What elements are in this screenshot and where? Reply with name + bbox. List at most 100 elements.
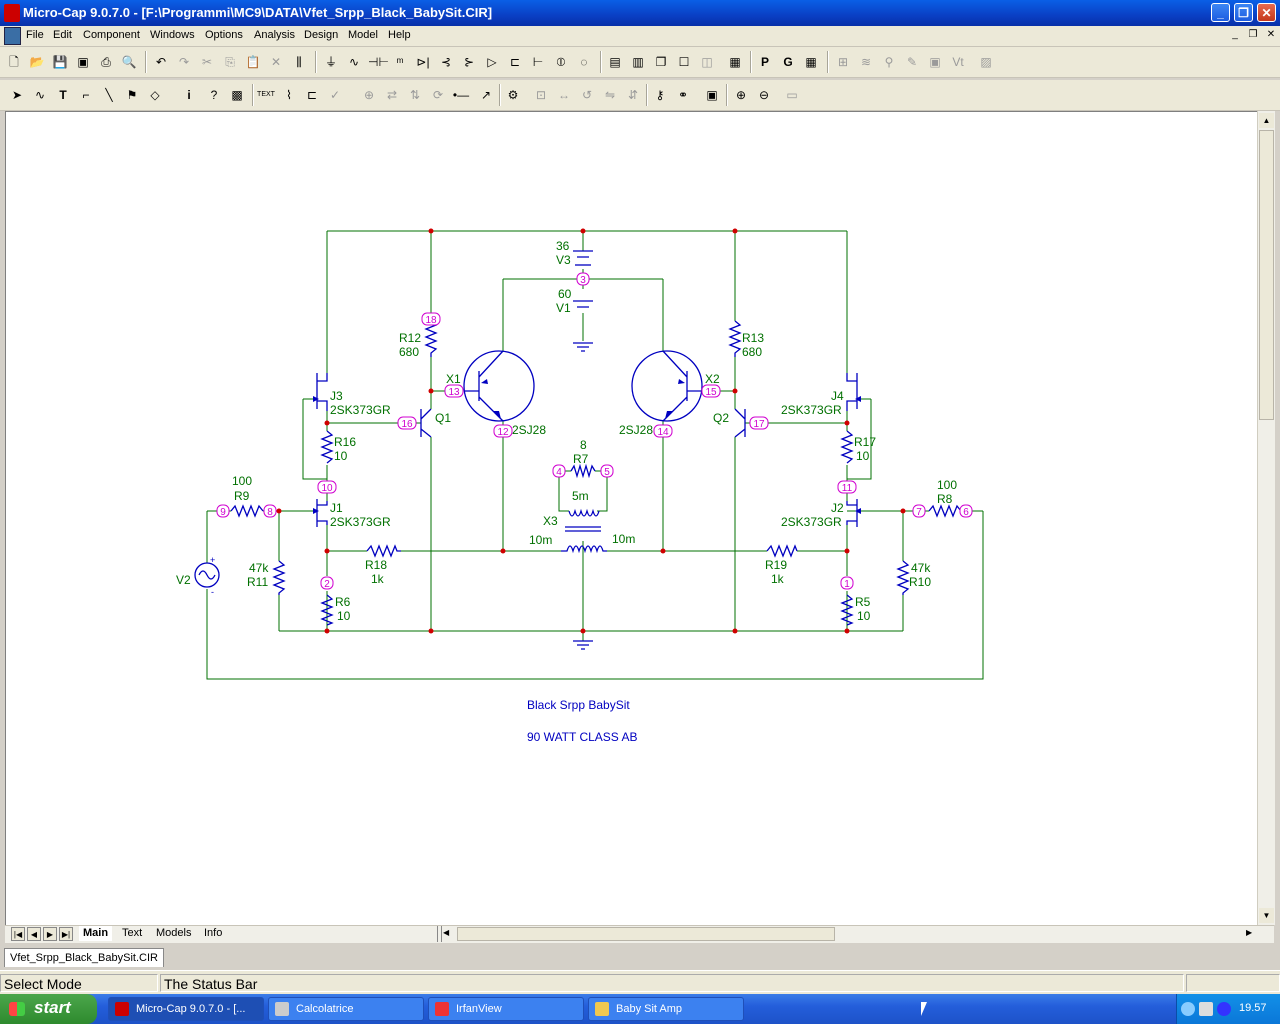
scroll-down-icon[interactable]: ▼: [1259, 908, 1274, 923]
switch-icon[interactable]: ⊏: [509, 55, 521, 69]
help-icon[interactable]: ?: [210, 88, 218, 102]
source-icon[interactable]: ⦶: [556, 55, 566, 69]
menu-options[interactable]: Options: [205, 29, 243, 41]
calculator-icon[interactable]: ▦: [729, 55, 741, 69]
task-calcolatrice[interactable]: Calcolatrice: [268, 997, 424, 1021]
opamp-icon[interactable]: ▷: [487, 55, 497, 69]
select-arrow-icon[interactable]: ➤: [11, 88, 23, 102]
step-left-icon[interactable]: ↔: [558, 88, 570, 102]
sine-source-icon[interactable]: ◌: [580, 55, 588, 69]
diode-icon[interactable]: ⊳|: [416, 55, 430, 69]
color-icon[interactable]: ▩: [231, 88, 243, 102]
mdi-close-button[interactable]: ✕: [1266, 29, 1276, 40]
text-toggle-icon[interactable]: TEXT: [257, 91, 275, 98]
orthogonal-wire-icon[interactable]: ⌐: [82, 88, 90, 102]
inductor-icon[interactable]: ᵐ: [396, 55, 404, 69]
zoom-in-icon[interactable]: ⊕: [735, 88, 747, 102]
undo-icon[interactable]: ↶: [155, 55, 167, 69]
task-irfanview[interactable]: IrfanView: [428, 997, 584, 1021]
resistor-icon[interactable]: ∿: [348, 55, 360, 69]
print-preview-icon[interactable]: 🔍: [121, 55, 137, 69]
next-page-icon[interactable]: ▶: [43, 927, 57, 941]
scroll-left-icon[interactable]: ◀: [443, 928, 450, 937]
battery-icon[interactable]: ⊢: [532, 55, 544, 69]
flip-v-icon[interactable]: ⇵: [627, 88, 639, 102]
text-tool-icon[interactable]: T: [59, 88, 67, 102]
find-icon[interactable]: ⚷: [655, 88, 665, 102]
display-icon[interactable]: ▣: [706, 88, 718, 102]
minimize-button[interactable]: _: [1211, 3, 1230, 22]
scroll-up-icon[interactable]: ▲: [1259, 113, 1274, 128]
bus-icon[interactable]: ⫼: [296, 55, 302, 69]
tile-horizontal-icon[interactable]: ▤: [609, 55, 621, 69]
menu-model[interactable]: Model: [348, 29, 378, 41]
wave-icon[interactable]: ≋: [860, 55, 872, 69]
clock[interactable]: 19.57: [1239, 1002, 1267, 1014]
pen-icon[interactable]: ✎: [906, 55, 918, 69]
task-microcap[interactable]: Micro-Cap 9.0.7.0 - [...: [108, 997, 264, 1021]
menu-windows[interactable]: Windows: [150, 29, 195, 41]
capacitor-icon[interactable]: ⊣⊢: [368, 55, 389, 69]
start-button[interactable]: start: [0, 994, 97, 1024]
flip-h-icon[interactable]: ⇋: [604, 88, 616, 102]
ground-icon[interactable]: ⏚: [324, 55, 337, 69]
g-icon[interactable]: G: [783, 55, 793, 69]
prev-page-icon[interactable]: ◀: [27, 927, 41, 941]
tab-models[interactable]: Models: [156, 927, 192, 939]
attributes-icon[interactable]: ⌇: [286, 88, 292, 102]
schematic-diagram[interactable]: 36 V3 60 V1 R12 680 R13 680 X1 X2 2SJ28 …: [6, 112, 1258, 926]
menu-file[interactable]: File: [26, 29, 44, 41]
menu-edit[interactable]: Edit: [53, 29, 72, 41]
pnp-icon[interactable]: ⊱: [463, 55, 475, 69]
menu-component[interactable]: Component: [83, 29, 140, 41]
paste-icon[interactable]: 📋: [245, 55, 261, 69]
wire-icon[interactable]: ∿: [34, 88, 46, 102]
tab-info[interactable]: Info: [204, 927, 223, 939]
properties-icon[interactable]: ⚙: [507, 88, 519, 102]
step-icon[interactable]: ↗: [480, 88, 492, 102]
zoom-out-icon[interactable]: ⊖: [758, 88, 770, 102]
tile-vertical-icon[interactable]: ▥: [632, 55, 644, 69]
schematic-canvas[interactable]: 36 V3 60 V1 R12 680 R13 680 X1 X2 2SJ28 …: [5, 111, 1259, 927]
scroll-thumb[interactable]: [1259, 130, 1274, 420]
delete-icon[interactable]: ✕: [270, 55, 282, 69]
copy-icon[interactable]: ⎘: [225, 55, 235, 69]
window-tab[interactable]: Vfet_Srpp_Black_BabySit.CIR: [4, 948, 164, 967]
menu-help[interactable]: Help: [388, 29, 411, 41]
list-icon[interactable]: ▦: [805, 55, 817, 69]
tray-expand-icon[interactable]: [1181, 1002, 1195, 1016]
mdi-restore-button[interactable]: ❐: [1248, 29, 1258, 40]
vt-icon[interactable]: Vt: [952, 55, 964, 69]
p-icon[interactable]: P: [760, 55, 769, 69]
restore-button[interactable]: ❐: [1234, 3, 1253, 22]
new-file-icon[interactable]: 🗋: [9, 55, 19, 69]
last-page-icon[interactable]: ▶|: [59, 927, 73, 941]
document-icon[interactable]: [4, 27, 21, 45]
redo-icon[interactable]: ↷: [178, 55, 190, 69]
frame-icon[interactable]: ▣: [929, 55, 941, 69]
tab-main[interactable]: Main: [79, 926, 113, 941]
pin-icon[interactable]: ⊕: [363, 88, 375, 102]
save-all-icon[interactable]: ▣: [77, 55, 89, 69]
splitter[interactable]: [437, 926, 442, 942]
flag-icon[interactable]: ⚑: [126, 88, 138, 102]
flip-icon[interactable]: ⇅: [409, 88, 421, 102]
vertical-scrollbar[interactable]: ▲ ▼: [1257, 111, 1275, 925]
first-page-icon[interactable]: |◀: [11, 927, 25, 941]
window-icon[interactable]: ☐: [678, 55, 690, 69]
camera-icon[interactable]: ▭: [786, 88, 798, 102]
mirror-icon[interactable]: ⇄: [386, 88, 398, 102]
menu-analysis[interactable]: Analysis: [254, 29, 295, 41]
cascade-icon[interactable]: ❐: [655, 55, 667, 69]
app-icon[interactable]: [4, 4, 20, 22]
npn-icon[interactable]: ⊰: [440, 55, 452, 69]
image-icon[interactable]: ▨: [980, 55, 992, 69]
cut-icon[interactable]: ✂: [201, 55, 213, 69]
grid-icon[interactable]: ⊞: [837, 55, 849, 69]
open-folder-icon[interactable]: 📂: [29, 55, 45, 69]
save-icon[interactable]: 💾: [52, 55, 68, 69]
binoculars-icon[interactable]: ⚭: [677, 88, 689, 102]
tab-text[interactable]: Text: [122, 927, 143, 939]
close-button[interactable]: ✕: [1257, 3, 1276, 22]
diagonal-wire-icon[interactable]: ╲: [105, 88, 113, 102]
